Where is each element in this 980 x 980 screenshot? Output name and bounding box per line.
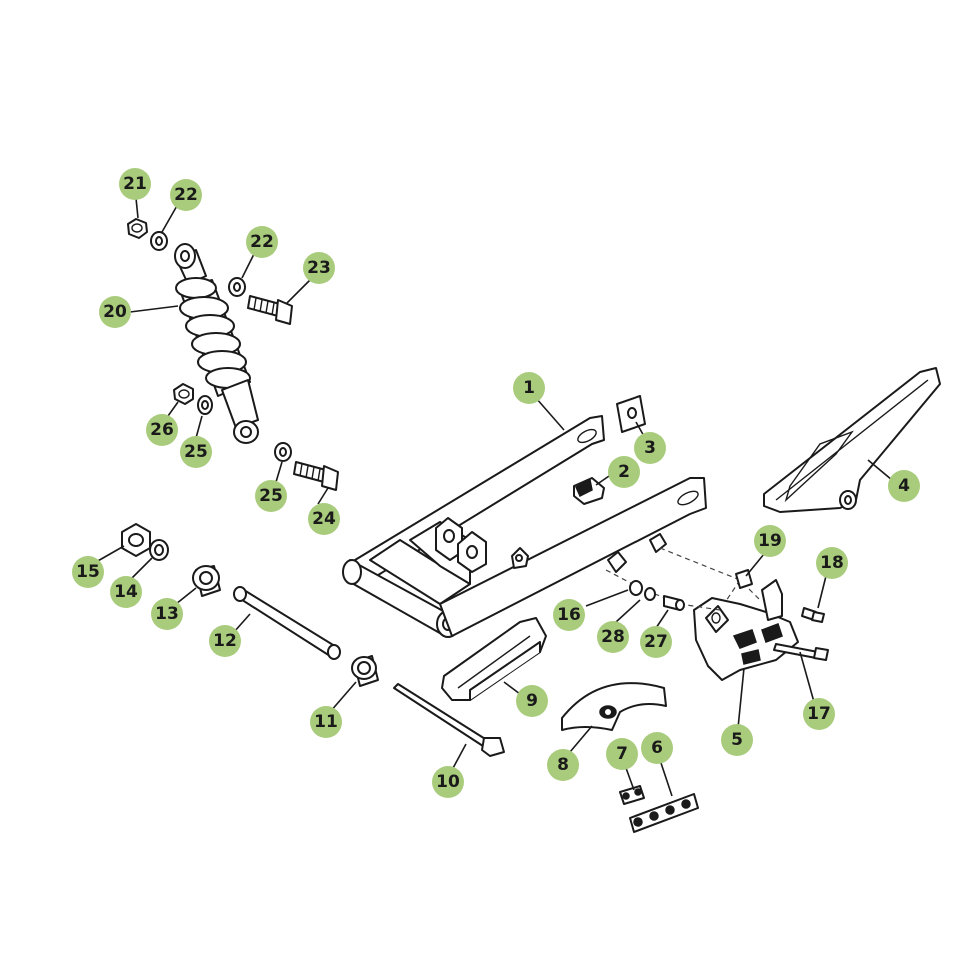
nut-26 <box>173 383 194 405</box>
svg-text:6: 6 <box>651 738 663 758</box>
svg-text:27: 27 <box>644 632 668 652</box>
callouts: 1 2 3 4 5 6 7 8 9 10 11 12 13 14 15 16 1… <box>72 168 920 798</box>
svg-text:12: 12 <box>213 631 237 651</box>
chain-link-7 <box>619 785 645 805</box>
bushing-11 <box>351 655 379 687</box>
callout-23[interactable]: 23 <box>303 252 335 284</box>
callout-11[interactable]: 11 <box>310 706 342 738</box>
washer-22-top <box>150 231 168 251</box>
svg-text:19: 19 <box>758 531 782 551</box>
svg-text:1: 1 <box>523 378 535 398</box>
callout-12[interactable]: 12 <box>209 625 241 657</box>
callout-22-right[interactable]: 22 <box>246 226 278 258</box>
callout-22-top[interactable]: 22 <box>170 179 202 211</box>
callout-2[interactable]: 2 <box>608 456 640 488</box>
callout-5[interactable]: 5 <box>721 724 753 756</box>
svg-text:21: 21 <box>123 174 147 194</box>
callout-19[interactable]: 19 <box>754 525 786 557</box>
sprocket-guard-8 <box>561 682 667 731</box>
callout-8[interactable]: 8 <box>547 749 579 781</box>
washer-14 <box>149 539 169 561</box>
swingarm <box>342 415 707 638</box>
callout-25-right[interactable]: 25 <box>255 480 287 512</box>
svg-text:13: 13 <box>155 604 179 624</box>
svg-text:28: 28 <box>601 627 625 647</box>
shaft-12 <box>233 586 341 660</box>
svg-text:10: 10 <box>436 772 460 792</box>
nut-21 <box>127 218 148 239</box>
svg-text:9: 9 <box>526 691 538 711</box>
svg-text:25: 25 <box>259 486 283 506</box>
callout-18[interactable]: 18 <box>816 547 848 579</box>
svg-text:17: 17 <box>807 704 831 724</box>
svg-text:16: 16 <box>557 605 581 625</box>
callout-16[interactable]: 16 <box>553 599 585 631</box>
washer-22-right <box>228 277 246 297</box>
svg-text:22: 22 <box>250 232 274 252</box>
svg-text:14: 14 <box>114 582 138 602</box>
callout-25-left[interactable]: 25 <box>180 436 212 468</box>
svg-text:15: 15 <box>76 562 100 582</box>
callout-17[interactable]: 17 <box>803 698 835 730</box>
svg-text:3: 3 <box>644 438 656 458</box>
svg-text:20: 20 <box>103 302 127 322</box>
svg-text:5: 5 <box>731 730 743 750</box>
callout-3[interactable]: 3 <box>634 432 666 464</box>
callout-6[interactable]: 6 <box>641 732 673 764</box>
callout-4[interactable]: 4 <box>888 470 920 502</box>
callout-28[interactable]: 28 <box>597 621 629 653</box>
nut-15 <box>121 523 151 557</box>
callout-7[interactable]: 7 <box>606 738 638 770</box>
spacer-parts-16-27-28 <box>605 569 721 611</box>
svg-text:25: 25 <box>184 442 208 462</box>
svg-text:7: 7 <box>616 744 628 764</box>
axle-bolt-10 <box>393 683 505 757</box>
callout-27[interactable]: 27 <box>640 626 672 658</box>
chain-guard-4 <box>763 367 941 513</box>
chain-6 <box>629 793 699 833</box>
svg-text:11: 11 <box>314 712 338 732</box>
chain-slider-9 <box>441 617 547 701</box>
svg-text:2: 2 <box>618 462 630 482</box>
callout-20[interactable]: 20 <box>99 296 131 328</box>
callout-24[interactable]: 24 <box>308 503 340 535</box>
leader-lines <box>95 197 893 797</box>
washer-25-right <box>274 442 292 462</box>
svg-text:18: 18 <box>820 553 844 573</box>
callout-10[interactable]: 10 <box>432 766 464 798</box>
callout-13[interactable]: 13 <box>151 598 183 630</box>
bolt-24 <box>293 461 339 491</box>
svg-text:4: 4 <box>898 476 910 496</box>
callout-14[interactable]: 14 <box>110 576 142 608</box>
callout-26[interactable]: 26 <box>146 414 178 446</box>
bolt-17 <box>773 643 829 661</box>
chain-guide-5 <box>659 547 799 681</box>
plate-3 <box>616 395 646 433</box>
svg-text:23: 23 <box>307 258 331 278</box>
bolt-23 <box>247 295 293 325</box>
callout-21[interactable]: 21 <box>119 168 151 200</box>
svg-text:8: 8 <box>557 755 569 775</box>
bolt-18 <box>801 607 825 623</box>
washer-25-left <box>197 395 213 415</box>
svg-text:22: 22 <box>174 185 198 205</box>
shock-absorber <box>174 243 259 444</box>
bushing-13 <box>192 565 221 597</box>
callout-1[interactable]: 1 <box>513 372 545 404</box>
callout-9[interactable]: 9 <box>516 685 548 717</box>
callout-15[interactable]: 15 <box>72 556 104 588</box>
svg-text:24: 24 <box>312 509 336 529</box>
svg-text:26: 26 <box>150 420 174 440</box>
